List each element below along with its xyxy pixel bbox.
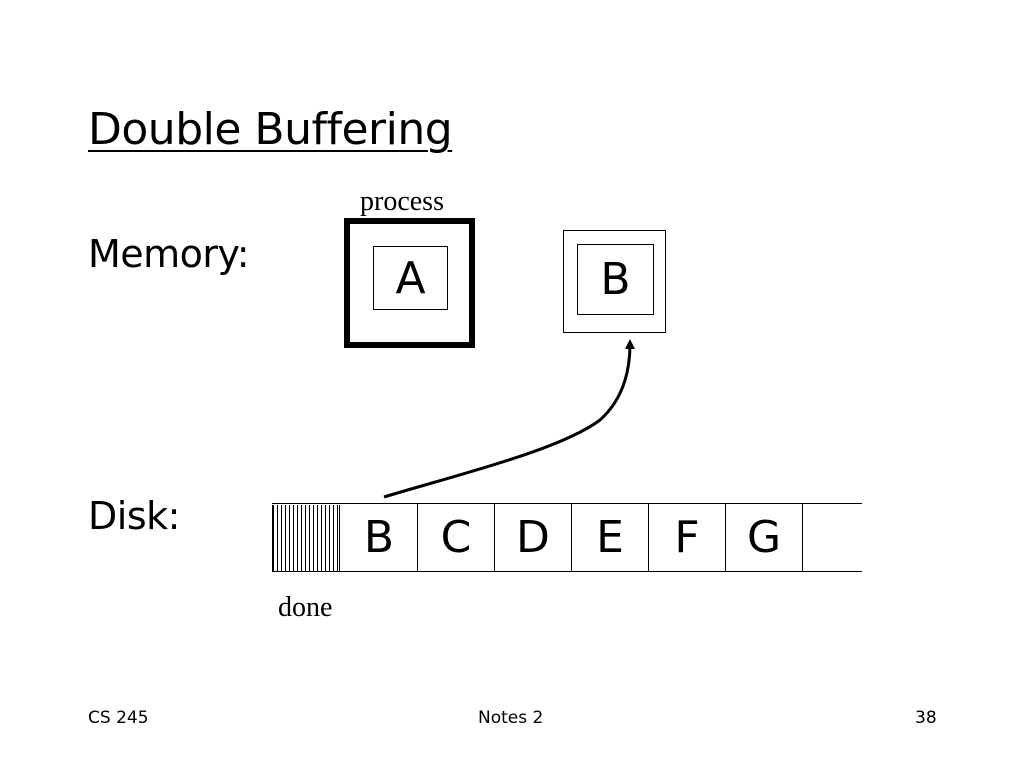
disk-block: F: [649, 504, 726, 571]
disk-block: C: [418, 504, 495, 571]
disk-block: G: [726, 504, 803, 571]
footer-notes: Notes 2: [478, 708, 544, 728]
buffer-a-block: A: [373, 246, 448, 310]
disk-block: D: [495, 504, 572, 571]
slide-title: Double Buffering: [88, 104, 453, 155]
disk-block: E: [572, 504, 649, 571]
footer-page-number: 38: [915, 708, 937, 728]
arrow-path: [383, 339, 635, 499]
memory-buffer-a: A: [344, 218, 475, 348]
memory-label: Memory:: [88, 232, 250, 276]
footer-course: CS 245: [88, 708, 149, 728]
disk-label: Disk:: [88, 494, 180, 538]
disk-block: B: [341, 504, 418, 571]
disk-track-top-edge: [272, 503, 862, 504]
disk-done-block: [272, 505, 340, 571]
process-label: process: [360, 186, 444, 217]
memory-buffer-b: B: [563, 230, 666, 333]
disk-track-bottom-edge: [272, 571, 862, 572]
done-label: done: [278, 592, 333, 623]
buffer-b-block: B: [577, 244, 654, 315]
